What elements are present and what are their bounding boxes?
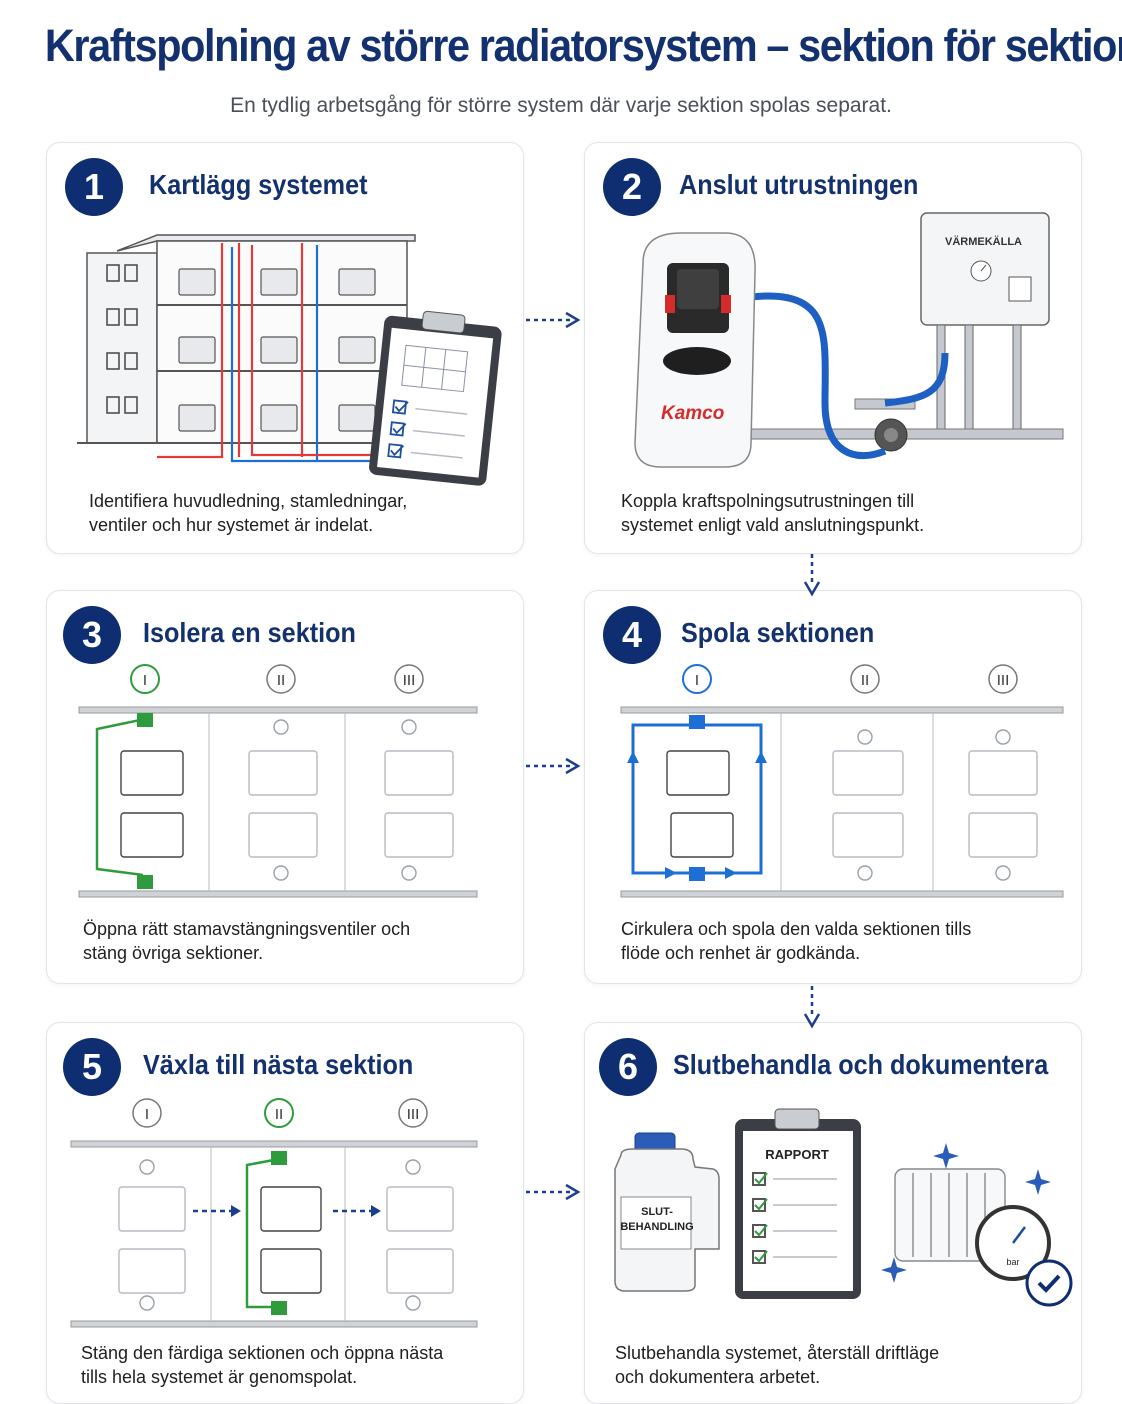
valve-icon [689,715,705,881]
svg-text:III: III [997,672,1010,689]
brand-label: Kamco [661,403,724,424]
svg-text:I: I [145,1106,149,1123]
check-circle-icon [1025,1259,1073,1307]
step-number-badge: 3 [63,606,121,664]
step-title: Spola sektionen [681,617,875,648]
building-map-illustration [77,234,502,486]
flush-section-diagram: I II III [620,664,1064,898]
bottle-label-line1: SLUT- [641,1206,673,1218]
clipboard-icon [369,310,502,486]
step-card-3: 3 Isolera en sektion I II III [46,590,524,984]
step-description: Öppna rätt stamavstängningsventiler och … [83,919,411,963]
flow-arrow-icon [627,751,767,879]
pressure-gauge-icon: bar [975,1205,1051,1281]
radiator-icon [666,750,734,858]
gauge-unit: bar [1006,1257,1019,1267]
closed-valve-icon [273,719,417,881]
open-loop [95,717,146,877]
arrow-right-icon [526,757,581,775]
section-marker-iii: III [394,664,424,694]
svg-text:II: II [275,1106,283,1123]
sections-grid [620,706,1064,898]
svg-text:I: I [143,672,147,689]
step-card-1: 1 Kartlägg systemet [46,142,524,554]
step-description: Slutbehandla systemet, återställ driftlä… [615,1343,940,1387]
sections-grid [70,1140,478,1328]
svg-text:III: III [403,672,416,689]
section-marker-iii: III [988,664,1018,694]
sections-grid [78,706,478,898]
closed-valve-icon [857,729,1011,881]
step-title: Slutbehandla och dokumentera [673,1049,1049,1080]
open-loop [245,1157,280,1309]
open-valve-icon [137,713,153,889]
section-marker-iii: III [398,1098,428,1128]
svg-text:III: III [407,1106,420,1123]
isolate-section-diagram: I II III [78,664,478,898]
report-label: RAPPORT [765,1147,829,1162]
step-title: Anslut utrustningen [679,169,919,200]
arrow-right-icon [526,311,581,329]
step-card-5: 5 Växla till nästa sektion I II III [46,1022,524,1404]
arrow-down-icon [803,554,821,597]
section-marker-ii: II [264,1098,294,1128]
building-icon [77,234,427,463]
step-card-4: 4 Spola sektionen I II III [584,590,1082,984]
radiator-icon [120,750,184,858]
section-marker-ii: II [266,664,296,694]
radiator-icon [260,1186,322,1294]
next-section-diagram: I II III [70,1098,478,1328]
bottle-icon: SLUT- BEHANDLING [614,1132,720,1292]
step-number-badge: 1 [65,158,123,216]
step-number-badge: 5 [63,1038,121,1096]
svg-text:II: II [861,672,869,689]
closed-radiator-icon [832,750,1038,858]
boiler-icon: VÄRMEKÄLLA [920,212,1050,436]
arrow-down-icon [803,986,821,1029]
boiler-label: VÄRMEKÄLLA [945,235,1022,248]
final-treatment-illustration: SLUT- BEHANDLING RAPPORT bar [614,1108,1073,1307]
closed-valve-icon [139,1159,421,1311]
closed-radiator-icon [118,1186,454,1294]
svg-text:II: II [277,672,285,689]
step-description: Stäng den färdiga sektionen och öppna nä… [81,1343,444,1387]
step-description: Cirkulera och spola den valda sektionen … [621,919,972,963]
closed-radiator-icon [248,750,454,858]
report-clipboard-icon: RAPPORT [735,1108,861,1299]
step-title: Isolera en sektion [143,617,356,648]
step-number-badge: 6 [599,1038,657,1096]
bottle-label-line2: BEHANDLING [620,1221,693,1233]
section-marker-i: I [682,664,712,694]
sparkle-icon [881,1143,1051,1283]
section-marker-ii: II [850,664,880,694]
step-description: Identifiera huvudledning, stamledningar,… [89,491,408,535]
step-number-badge: 2 [603,158,661,216]
section-marker-i: I [130,664,160,694]
step-card-6: 6 Slutbehandla och dokumentera SLUT- BEH… [584,1022,1082,1404]
step-number-badge: 4 [603,606,661,664]
open-valve-icon [271,1151,287,1315]
section-marker-i: I [132,1098,162,1128]
step-description: Koppla kraftspolningsutrustningen till s… [621,491,925,535]
step-title: Kartlägg systemet [149,169,368,200]
page-title: Kraftspolning av större radiatorsystem –… [44,20,1122,71]
arrow-right-icon [526,1183,581,1201]
flushing-unit-icon: Kamco [634,232,756,468]
step-card-2: 2 Anslut utrustningen VÄRMEKÄLLA Kamco [584,142,1082,554]
svg-text:I: I [695,672,699,689]
page-subtitle: En tydlig arbetsgång för större system d… [230,94,892,117]
flushing-unit-illustration: VÄRMEKÄLLA Kamco [634,212,1064,468]
step-title: Växla till nästa sektion [143,1049,414,1080]
